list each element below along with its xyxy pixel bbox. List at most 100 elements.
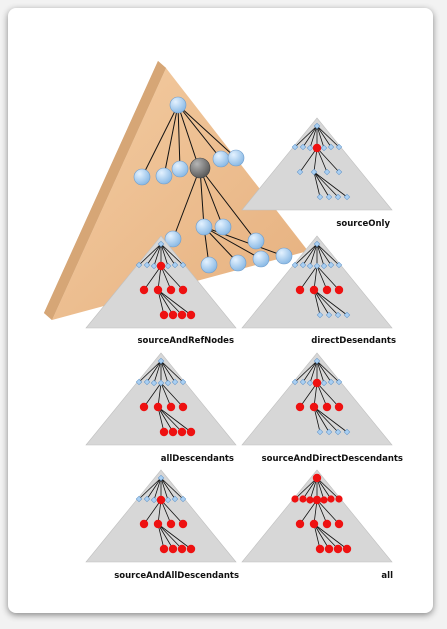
tree-node (157, 474, 165, 482)
panel-triangle (241, 235, 393, 329)
selected-node (186, 427, 196, 437)
tree-node (150, 496, 158, 504)
selected-node (334, 285, 344, 295)
tree-node (306, 379, 314, 387)
tree-node (164, 262, 172, 270)
tree-node (296, 168, 304, 176)
tree-node (320, 262, 328, 270)
tree-node (299, 378, 307, 386)
tree-node (291, 261, 299, 269)
selected-node (295, 519, 305, 529)
tree-node (214, 218, 232, 236)
panel-direct-desendants (241, 235, 393, 329)
pyramid-front-face (52, 68, 308, 320)
selected-node (312, 495, 322, 505)
selected-node (166, 285, 176, 295)
tree-node (212, 150, 230, 168)
large-tree-nodes (133, 96, 293, 274)
tree-node (291, 143, 299, 151)
selected-node (139, 285, 149, 295)
tree-node (171, 261, 179, 269)
tree-node (179, 378, 187, 386)
tree-node (335, 261, 343, 269)
tree-node (313, 262, 321, 270)
selected-node (178, 519, 188, 529)
selected-node (177, 544, 187, 554)
tree-node (335, 143, 343, 151)
selected-node (186, 310, 196, 320)
selected-node (159, 310, 169, 320)
selected-node (153, 285, 163, 295)
selected-node (315, 544, 325, 554)
selected-node (178, 402, 188, 412)
selected-node (322, 519, 332, 529)
selected-node (320, 496, 328, 504)
tree-node (229, 254, 247, 272)
selected-node (322, 402, 332, 412)
selected-node (295, 402, 305, 412)
tree-node (171, 495, 179, 503)
panel-triangle (241, 352, 393, 446)
selected-node (309, 285, 319, 295)
selected-node (186, 544, 196, 554)
selected-node (324, 544, 334, 554)
figure-card: sourceOnly sourceAndRefNodes directDesen… (8, 8, 433, 613)
tree-node (200, 256, 218, 274)
selected-node (168, 310, 178, 320)
tree-node (179, 495, 187, 503)
tree-node (171, 160, 189, 178)
panel-source-only (241, 117, 393, 211)
tree-node (195, 218, 213, 236)
tree-node (133, 168, 151, 186)
selected-node (178, 285, 188, 295)
selected-node (333, 544, 343, 554)
tree-node (313, 240, 321, 248)
tree-node (335, 378, 343, 386)
panel-triangle (241, 117, 393, 211)
selected-node (291, 495, 299, 503)
tree-node (316, 428, 324, 436)
tree-node (325, 428, 333, 436)
large-tree-pyramid (44, 61, 308, 320)
label-all-descendants: allDescendants (161, 454, 234, 464)
tree-node (299, 143, 307, 151)
tree-node (325, 311, 333, 319)
tree-node (155, 167, 173, 185)
selected-node (159, 544, 169, 554)
selected-node (306, 496, 314, 504)
panel-triangle (85, 235, 237, 329)
selected-node (335, 495, 343, 503)
selected-node (334, 402, 344, 412)
selected-node (309, 519, 319, 529)
panel-source-and-direct-descendants (241, 352, 393, 446)
panel-all-descendants (85, 352, 237, 446)
tree-node (169, 96, 187, 114)
tree-node (310, 168, 318, 176)
tree-node (335, 168, 343, 176)
selected-node (334, 519, 344, 529)
tree-node (327, 143, 335, 151)
tree-node (164, 379, 172, 387)
tree-node (291, 378, 299, 386)
selected-node (312, 378, 322, 388)
tree-node (316, 311, 324, 319)
tree-node (313, 122, 321, 130)
pyramid-edge (44, 61, 166, 320)
selected-node (139, 519, 149, 529)
panel-triangle (241, 469, 393, 563)
selected-node (156, 495, 166, 505)
selected-node (312, 143, 322, 153)
tree-node (150, 379, 158, 387)
tree-node (143, 261, 151, 269)
tree-node (157, 379, 165, 387)
tree-node (343, 311, 351, 319)
tree-node (343, 193, 351, 201)
tree-node (275, 247, 293, 265)
tree-node (164, 230, 182, 248)
tree-node (320, 379, 328, 387)
selected-node (159, 427, 169, 437)
tree-node (325, 193, 333, 201)
selected-node (299, 495, 307, 503)
selected-node (177, 310, 187, 320)
tree-node (247, 232, 265, 250)
